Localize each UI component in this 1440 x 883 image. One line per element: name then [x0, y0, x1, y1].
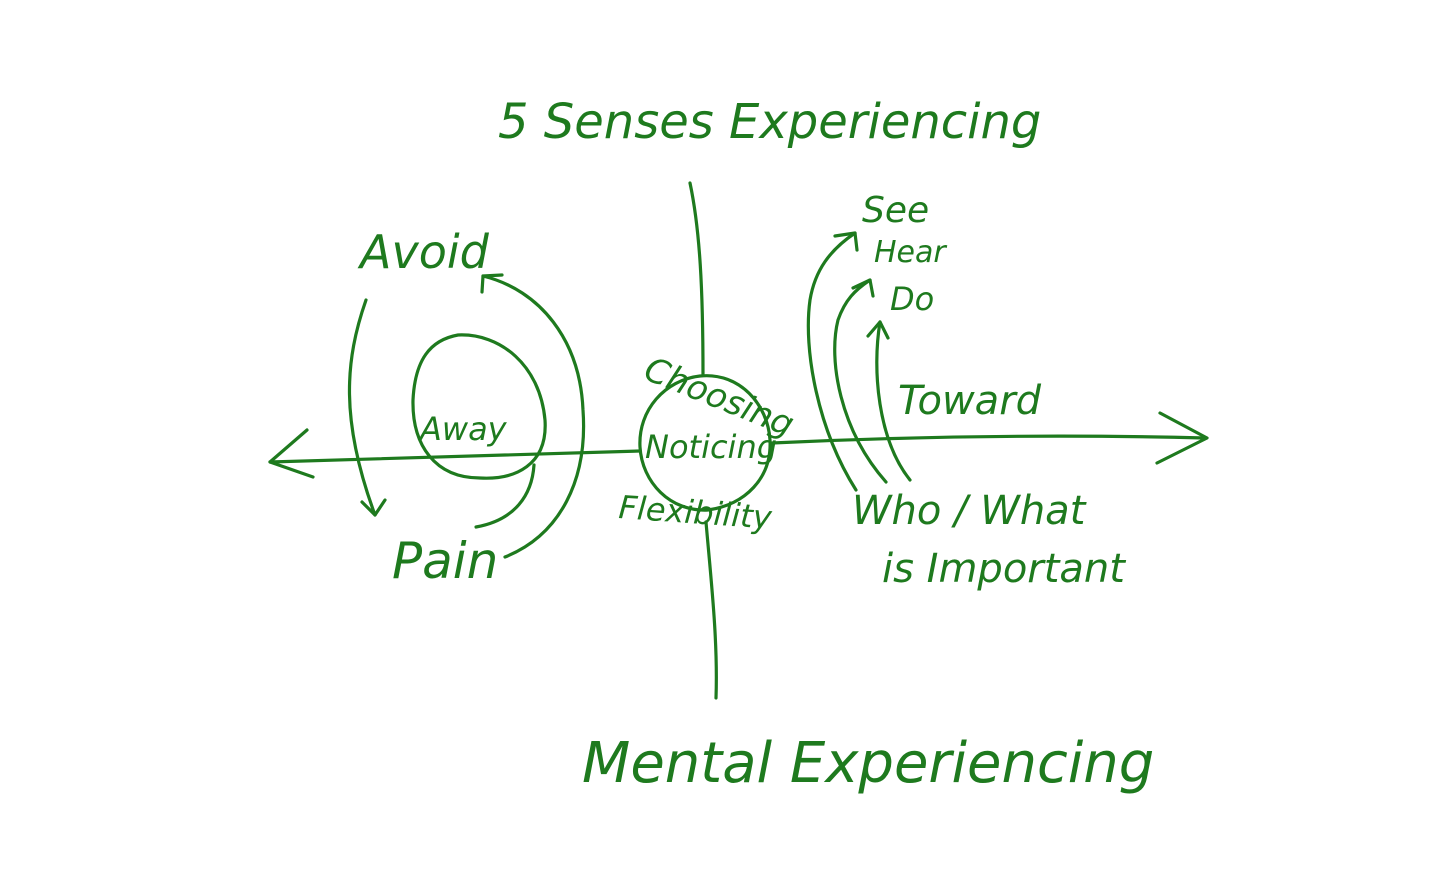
see-label: See [862, 190, 929, 231]
toward-arrow-head-hear [851, 278, 875, 298]
vertical-axis-top [688, 181, 705, 377]
do-label: Do [890, 280, 934, 318]
toward-arc-hear [833, 278, 888, 484]
avoid-label: Avoid [357, 225, 490, 279]
toward-arrow-head-do [866, 320, 890, 340]
right-arrow-head [1155, 411, 1209, 465]
toward-arc-see [806, 231, 858, 492]
horizontal-axis-line [268, 434, 1207, 464]
hear-label: Hear [874, 235, 947, 270]
left-arrow-head [268, 428, 315, 479]
noticing-label: Noticing [645, 428, 777, 466]
away-outer-arrow-head [480, 273, 504, 294]
away-inner-arc [474, 463, 536, 529]
avoid-arrow-head [360, 498, 387, 517]
flexibility-label: Flexibility [617, 488, 774, 537]
away-outer-arc [481, 274, 586, 559]
avoid-to-pain-arrow [347, 298, 377, 517]
away-label: Away [418, 410, 508, 448]
toward-arc-do [875, 320, 912, 482]
who-what-label: Who / What [852, 488, 1087, 534]
away-inner-loop [411, 333, 547, 480]
vertical-axis-bottom [704, 520, 718, 700]
top-axis-label: 5 Senses Experiencing [498, 94, 1041, 150]
noticing-circle [638, 374, 772, 512]
pain-label: Pain [392, 532, 498, 590]
toward-arrow-head-see [833, 231, 859, 252]
is-important-label: is Important [882, 546, 1126, 592]
bottom-axis-label: Mental Experiencing [582, 731, 1154, 796]
toward-label: Toward [898, 378, 1042, 424]
